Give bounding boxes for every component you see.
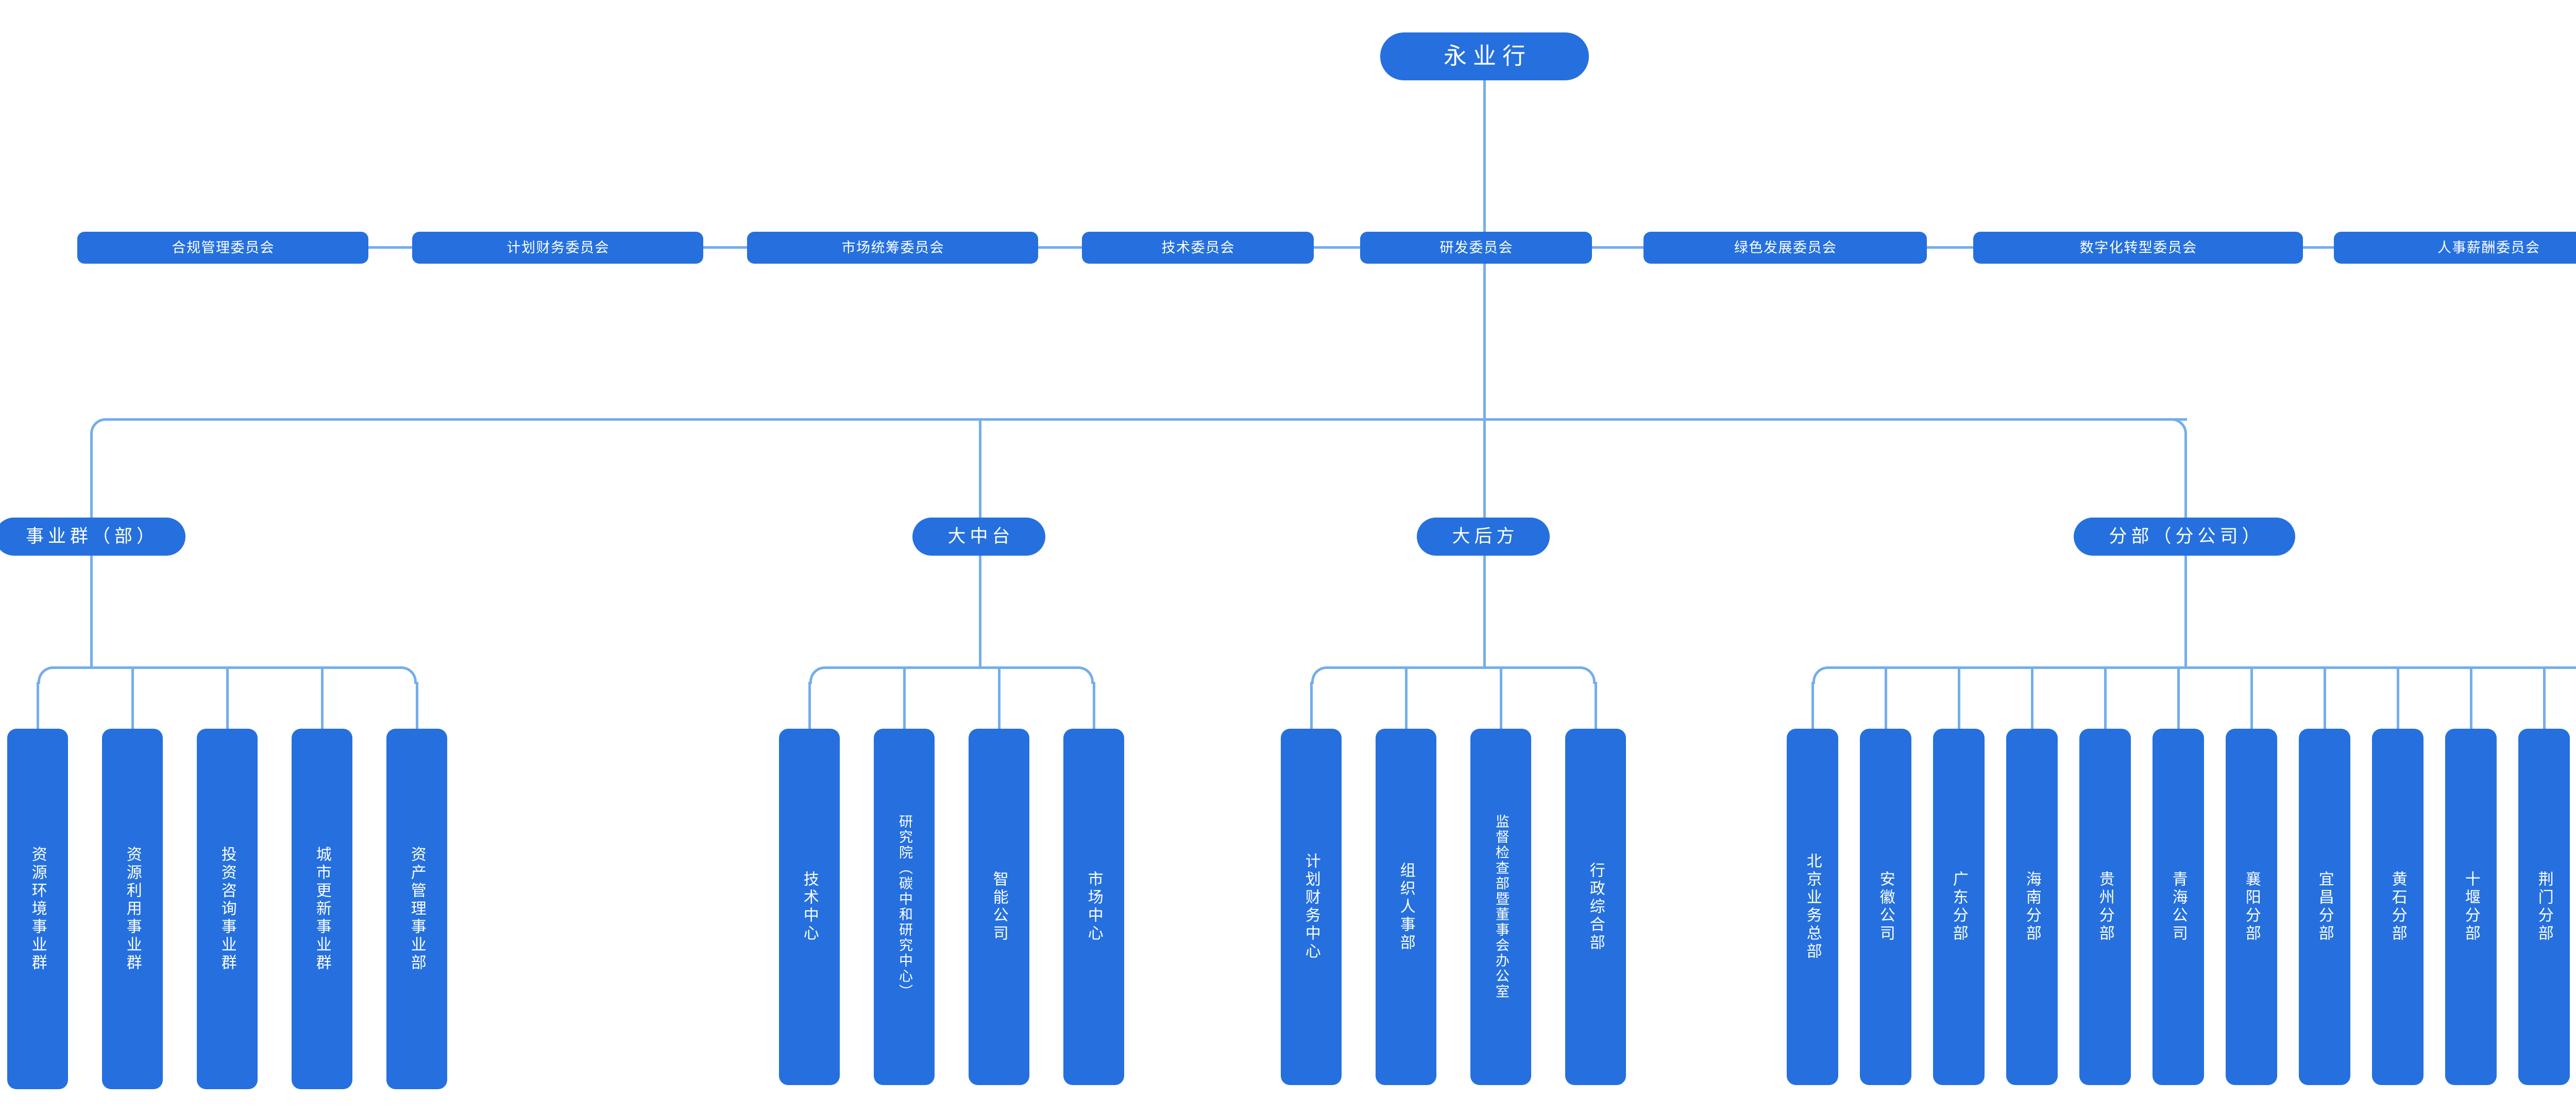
connector-group-1-drop-2	[131, 666, 134, 729]
connector-group-4-drop-6	[2177, 666, 2180, 729]
connector-division-bus-right-elbow	[2166, 418, 2187, 439]
connector-drop-division-3	[1483, 418, 1486, 519]
connector-group-4-drop-1	[1811, 682, 1814, 729]
connector-group-4-drop-11	[2543, 666, 2546, 729]
committee-node-1[interactable]: 合规管理委员会	[77, 232, 368, 264]
connector-stem-division-4	[2184, 556, 2187, 666]
connector-group-2-bus	[825, 666, 1080, 669]
leaf-node-3-3[interactable]: 监督检查部暨董事会办公室	[1470, 729, 1531, 1085]
connector-group-2-drop-4	[1093, 682, 1095, 729]
connector-group-3-drop-1	[1310, 682, 1313, 729]
leaf-node-4-8[interactable]: 宜昌分部	[2299, 729, 2350, 1085]
committee-node-4[interactable]: 技术委员会	[1082, 232, 1314, 264]
leaf-node-2-3[interactable]: 智能公司	[969, 729, 1029, 1085]
connector-committee-link-6	[1927, 246, 1973, 249]
leaf-node-2-2[interactable]: 研究院（碳中和研究中心）	[874, 729, 935, 1085]
leaf-node-1-4[interactable]: 城市更新事业群	[292, 729, 352, 1089]
connector-group-2-bus-right-elbow	[1076, 666, 1094, 684]
leaf-node-1-2[interactable]: 资源利用事业群	[102, 729, 163, 1089]
connector-group-4-drop-9	[2397, 666, 2399, 729]
leaf-node-4-9[interactable]: 黄石分部	[2372, 729, 2424, 1085]
connector-committee-link-3	[1038, 246, 1082, 249]
leaf-node-4-4[interactable]: 海南分部	[2006, 729, 2058, 1085]
leaf-node-4-7[interactable]: 襄阳分部	[2226, 729, 2277, 1085]
connector-stem-division-2	[979, 556, 981, 666]
connector-group-3-drop-4	[1595, 682, 1597, 729]
root-node-company[interactable]: 永业行	[1380, 32, 1589, 80]
connector-committee-to-divisions	[1483, 264, 1486, 418]
leaf-node-4-1[interactable]: 北京业务总部	[1787, 729, 1838, 1085]
leaf-node-4-5[interactable]: 贵州分部	[2079, 729, 2131, 1085]
connector-committee-link-5	[1592, 246, 1643, 249]
leaf-node-4-11[interactable]: 荆门分部	[2518, 729, 2570, 1085]
connector-stem-division-3	[1483, 556, 1486, 666]
leaf-node-3-1[interactable]: 计划财务中心	[1281, 729, 1342, 1085]
committee-node-7[interactable]: 数字化转型委员会	[1973, 232, 2303, 264]
connector-drop-division-2	[979, 418, 981, 519]
connector-group-4-drop-10	[2470, 666, 2472, 729]
committee-node-5[interactable]: 研发委员会	[1360, 232, 1592, 264]
connector-division-bus	[108, 418, 2187, 421]
connector-group-2-drop-2	[903, 666, 906, 729]
connector-root-stem	[1483, 80, 1486, 232]
committee-node-2[interactable]: 计划财务委员会	[412, 232, 703, 264]
leaf-node-1-1[interactable]: 资源环境事业群	[7, 729, 68, 1089]
committee-node-3[interactable]: 市场统筹委员会	[747, 232, 1038, 264]
connector-drop-division-4	[2184, 437, 2187, 519]
leaf-node-2-4[interactable]: 市场中心	[1063, 729, 1124, 1085]
division-header-2[interactable]: 大中台	[912, 518, 1045, 556]
connector-group-2-drop-3	[998, 666, 1001, 729]
connector-committee-link-4	[1314, 246, 1360, 249]
leaf-node-4-2[interactable]: 安徽公司	[1860, 729, 1911, 1085]
leaf-node-3-2[interactable]: 组织人事部	[1376, 729, 1436, 1085]
connector-group-3-drop-3	[1500, 666, 1502, 729]
connector-group-4-bus	[1828, 666, 2576, 669]
connector-group-2-bus-left-elbow	[809, 666, 827, 684]
committee-node-6[interactable]: 绿色发展委员会	[1643, 232, 1927, 264]
leaf-node-4-3[interactable]: 广东分部	[1933, 729, 1985, 1085]
leaf-node-1-5[interactable]: 资产管理事业部	[386, 729, 447, 1089]
connector-stem-division-1	[90, 556, 93, 666]
connector-committee-link-2	[703, 246, 747, 249]
leaf-node-4-6[interactable]: 青海公司	[2153, 729, 2204, 1085]
connector-group-1-drop-3	[226, 666, 229, 729]
connector-group-3-bus-right-elbow	[1578, 666, 1596, 684]
connector-group-1-bus-left-elbow	[38, 666, 55, 684]
connector-committee-link-1	[368, 246, 412, 249]
leaf-node-2-1[interactable]: 技术中心	[779, 729, 840, 1085]
connector-group-3-drop-2	[1405, 666, 1408, 729]
committee-node-8[interactable]: 人事薪酬委员会	[2334, 232, 2576, 264]
connector-group-4-drop-3	[1958, 666, 1960, 729]
division-header-4[interactable]: 分部（分公司）	[2074, 518, 2295, 556]
leaf-node-1-3[interactable]: 投资咨询事业群	[197, 729, 258, 1089]
connector-group-4-drop-7	[2250, 666, 2253, 729]
connector-group-1-bus-right-elbow	[399, 666, 417, 684]
division-header-1[interactable]: 事业群（部）	[0, 518, 185, 556]
connector-drop-division-1	[90, 437, 93, 519]
connector-group-4-drop-2	[1885, 666, 1887, 729]
connector-group-1-drop-1	[37, 682, 39, 729]
connector-group-3-bus-left-elbow	[1311, 666, 1329, 684]
leaf-node-4-10[interactable]: 十堰分部	[2445, 729, 2497, 1085]
connector-group-3-bus	[1327, 666, 1582, 669]
connector-group-4-bus-left-elbow	[1812, 666, 1830, 684]
connector-group-4-drop-4	[2031, 666, 2033, 729]
connector-group-1-drop-4	[321, 666, 324, 729]
leaf-node-3-4[interactable]: 行政综合部	[1565, 729, 1626, 1085]
connector-committee-link-7	[2303, 246, 2334, 249]
division-header-3[interactable]: 大后方	[1417, 518, 1550, 556]
connector-division-bus-left-elbow	[90, 418, 111, 439]
connector-group-4-drop-5	[2104, 666, 2107, 729]
connector-group-4-drop-8	[2324, 666, 2326, 729]
connector-group-1-drop-5	[416, 682, 418, 729]
connector-group-2-drop-1	[808, 682, 811, 729]
